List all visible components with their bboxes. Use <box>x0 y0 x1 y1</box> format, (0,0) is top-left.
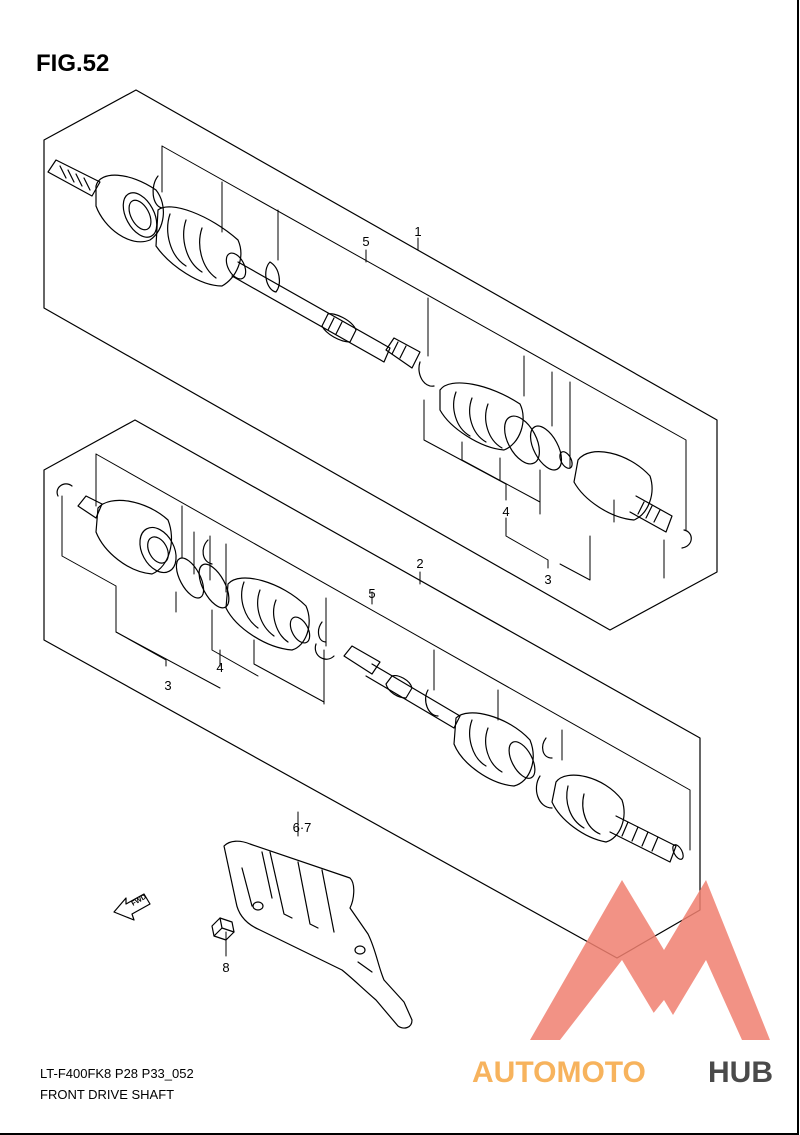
assembly-1-frame <box>43 89 718 631</box>
callout-4-lower: 4 <box>216 660 223 675</box>
callout-5-upper: 5 <box>362 234 369 249</box>
callout-2: 2 <box>416 556 423 571</box>
watermark-text: AUTOMOTO HUB <box>472 1056 773 1089</box>
bolt <box>211 917 235 941</box>
shaft-guard <box>223 840 413 1029</box>
figure-title: FIG.52 <box>36 50 110 77</box>
upper-leader-lines <box>161 145 687 581</box>
callout-1: 1 <box>414 224 421 239</box>
figure-code: LT-F400FK8 P28 P33_052 <box>40 1066 194 1081</box>
fwd-arrow-icon: FWD <box>113 893 151 921</box>
assembly-2-frame <box>43 419 701 959</box>
callout-3-upper: 3 <box>544 572 551 587</box>
callout-8: 8 <box>222 960 229 975</box>
upper-drive-shaft <box>47 159 692 549</box>
callout-6-7: 6·7 <box>293 820 312 835</box>
figure-name: FRONT DRIVE SHAFT <box>40 1087 175 1102</box>
callout-4-upper: 4 <box>502 504 509 519</box>
lower-drive-shaft <box>56 483 684 863</box>
callout-3-lower: 3 <box>164 678 171 693</box>
watermark-text-hub: HUB <box>708 1056 773 1089</box>
callout-numbers: 1 5 4 3 2 5 4 3 6·7 8 <box>164 224 551 975</box>
watermark-text-automoto: AUTOMOTO <box>472 1056 646 1089</box>
callout-5-lower: 5 <box>368 586 375 601</box>
lower-leader-lines <box>61 453 691 957</box>
watermark-logo-icon <box>530 880 770 1040</box>
